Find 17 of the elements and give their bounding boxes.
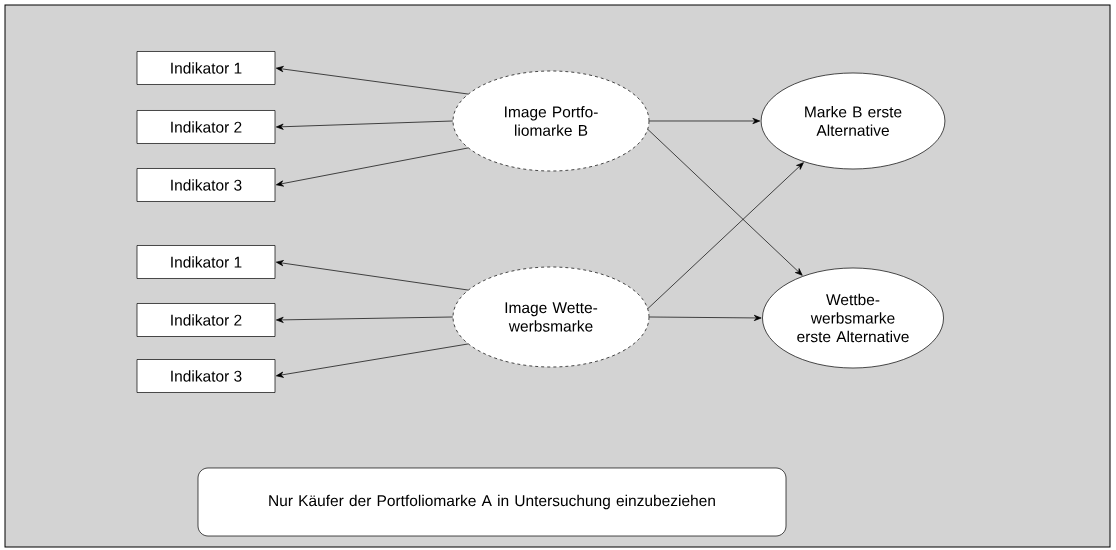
arrow — [647, 129, 803, 276]
arrow — [275, 120, 453, 130]
arrow — [649, 314, 762, 321]
indicator-box: Indikator 2 — [136, 110, 276, 144]
indicator-box: Indikator 1 — [136, 245, 276, 279]
indicator-box: Indikator 2 — [136, 303, 276, 337]
indicator-box: Indikator 1 — [136, 51, 276, 85]
note-box: Nur Käufer der Portfoliomarke A in Untersuchung einzubeziehen — [197, 467, 787, 537]
arrow — [275, 147, 469, 187]
arrow — [275, 343, 469, 378]
arrow — [647, 162, 804, 309]
arrow — [649, 117, 761, 125]
arrow — [275, 260, 469, 291]
arrow — [275, 66, 469, 95]
arrow — [275, 316, 453, 323]
indicator-box: Indikator 3 — [136, 168, 276, 202]
indicator-box: Indikator 3 — [136, 359, 276, 393]
